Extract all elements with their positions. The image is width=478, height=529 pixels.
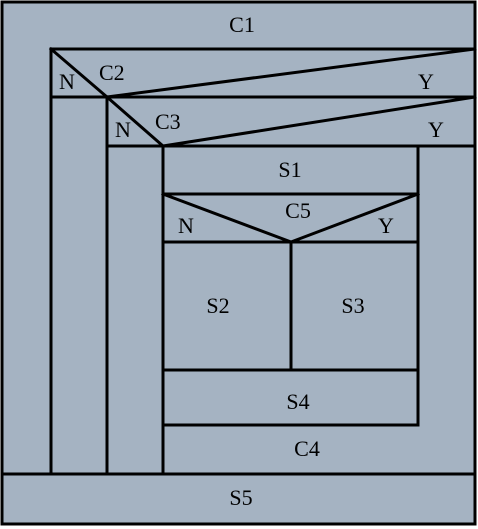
label-c2-yes: Y [418,69,434,94]
c3-diagonal-left [104,94,166,149]
label-c2-no: N [59,69,75,94]
c2-diagonal-left [48,46,110,100]
label-c2: C2 [99,60,125,85]
label-c3-yes: Y [428,117,444,142]
label-c4: C4 [294,436,320,461]
label-s3: S3 [341,293,364,318]
diagram-background [2,2,475,524]
label-c3: C3 [155,109,181,134]
label-c5-yes: Y [378,213,394,238]
c5-diagonal-right [289,192,420,244]
label-s4: S4 [286,389,309,414]
c5-diagonal-left [161,192,293,244]
label-c5: C5 [285,198,311,223]
c2-diagonal-right [105,47,477,99]
label-s1: S1 [278,157,301,182]
label-c1: C1 [229,12,255,37]
label-s2: S2 [206,293,229,318]
label-c5-no: N [178,213,194,238]
c3-diagonal-right [161,95,477,148]
label-s5: S5 [229,485,252,510]
label-c3-no: N [115,117,131,142]
